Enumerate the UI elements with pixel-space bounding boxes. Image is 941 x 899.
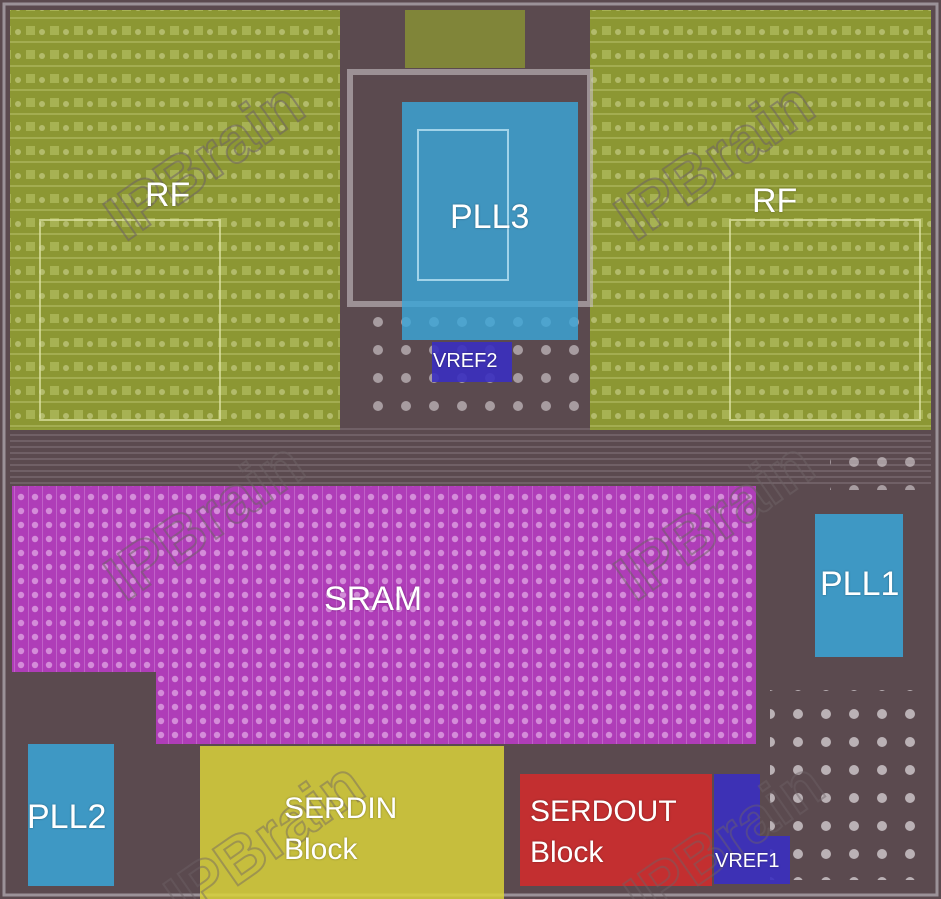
pll1-region xyxy=(815,514,903,657)
vref1-region xyxy=(714,774,790,884)
label-pll2: PLL2 xyxy=(27,798,107,836)
pad-array-bottom-right xyxy=(770,690,930,880)
vref2-region xyxy=(432,342,512,382)
label-serdout-line2: Block xyxy=(530,836,604,869)
label-serdout-line1: SERDOUT xyxy=(530,795,677,828)
pll2-region xyxy=(28,744,114,886)
pad-array-right-mid xyxy=(830,440,930,490)
rf-left-core xyxy=(39,219,221,421)
serdout-region xyxy=(520,774,712,886)
label-pll3: PLL3 xyxy=(450,198,530,236)
top-center-strip xyxy=(405,10,525,68)
sram-cell-array xyxy=(12,486,756,744)
label-vref2: VREF2 xyxy=(433,350,498,372)
label-serdin-line1: SERDIN xyxy=(284,792,398,825)
label-sram: SRAM xyxy=(324,580,423,618)
pll3-region xyxy=(402,102,578,340)
label-vref1: VREF1 xyxy=(715,850,780,872)
bus-routing-band xyxy=(10,428,931,486)
pll3-core xyxy=(417,129,509,281)
serdin-region xyxy=(200,746,504,899)
label-rf-left: RF xyxy=(145,176,191,214)
rf-right-core xyxy=(729,219,921,421)
label-pll1: PLL1 xyxy=(820,565,900,603)
label-rf-right: RF xyxy=(752,182,798,220)
label-serdin-line2: Block xyxy=(284,833,358,866)
